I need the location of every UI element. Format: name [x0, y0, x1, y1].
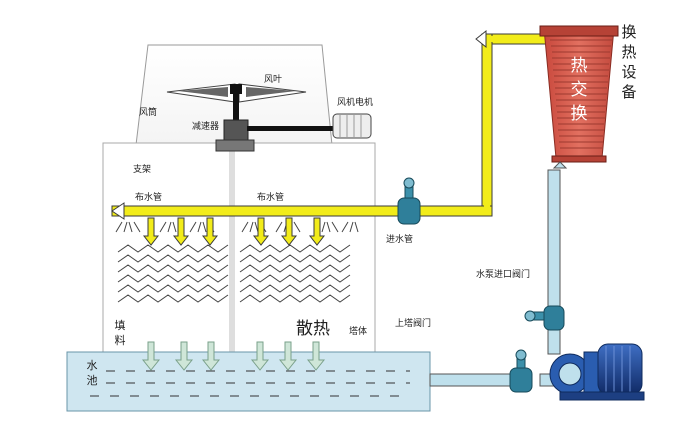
tower-body [102, 142, 376, 354]
cold-water-pipe [429, 169, 563, 387]
label-fan-blade: 风叶 [264, 75, 283, 85]
fan-motor [332, 113, 372, 139]
heat-exchanger [539, 25, 619, 169]
label-heat-exchange-on-unit: 热交换 [570, 56, 588, 124]
fan-blades [166, 83, 307, 103]
label-reducer: 减速器 [192, 122, 220, 132]
hot-water-pipe [111, 29, 553, 220]
label-water-pool: 水池 [86, 359, 98, 387]
central-shaft [229, 140, 235, 358]
label-heat-exchange-equipment: 换热设备 [621, 23, 637, 101]
tower-valve [524, 305, 565, 331]
label-inlet-pipe: 进水管 [386, 235, 414, 245]
label-tower-body: 塔体 [349, 327, 368, 337]
label-tower-valve: 上塔阀门 [395, 319, 432, 329]
label-distribution-pipe-left: 布水管 [135, 193, 163, 203]
label-heat-dissipation: 散热 [296, 319, 330, 339]
water-surface-lines [90, 370, 410, 397]
motor-shaft [247, 126, 333, 131]
water-pool [66, 351, 431, 412]
water-pump [549, 343, 645, 401]
label-fan-motor: 风机电机 [337, 98, 374, 108]
label-support: 支架 [133, 165, 152, 175]
fill-left [117, 244, 229, 303]
pump-inlet-valve [509, 349, 533, 393]
fill-right [239, 244, 351, 303]
reducer [215, 119, 255, 152]
label-distribution-pipe-right: 布水管 [257, 193, 285, 203]
falling-water-arrows [141, 341, 326, 371]
label-fan-tube: 风筒 [139, 108, 158, 118]
inlet-valve [397, 177, 421, 225]
fan-shaft [233, 92, 239, 120]
spray-arrows [142, 217, 326, 246]
label-fill: 填料 [114, 319, 126, 347]
label-pump-inlet-valve: 水泵进口阀门 [476, 270, 531, 280]
